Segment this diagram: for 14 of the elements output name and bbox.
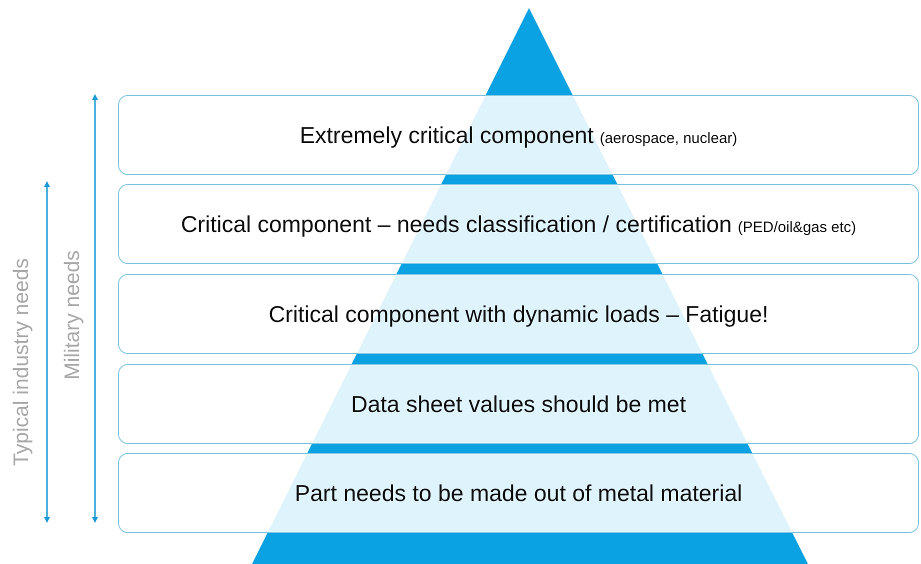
range-label: Military needs xyxy=(61,250,85,380)
pyramid-level xyxy=(118,274,919,354)
level-title: Data sheet values should be met xyxy=(351,390,686,416)
level-title: Critical component with dynamic loads – Fatigue! xyxy=(268,300,768,326)
level-title: Extremely critical component xyxy=(300,122,594,148)
range-label: Typical industry needs xyxy=(10,258,34,466)
pyramid-level xyxy=(118,184,919,264)
level-title: Part needs to be made out of metal material xyxy=(294,480,742,506)
level-examples: (PED/oil&gas etc) xyxy=(738,218,856,236)
pyramid-level xyxy=(118,364,919,444)
pyramid-level xyxy=(118,453,919,533)
pyramid-level xyxy=(118,95,919,175)
level-title: Critical component – needs classification / certification xyxy=(180,210,732,236)
level-examples: (aerospace, nuclear) xyxy=(600,130,738,146)
